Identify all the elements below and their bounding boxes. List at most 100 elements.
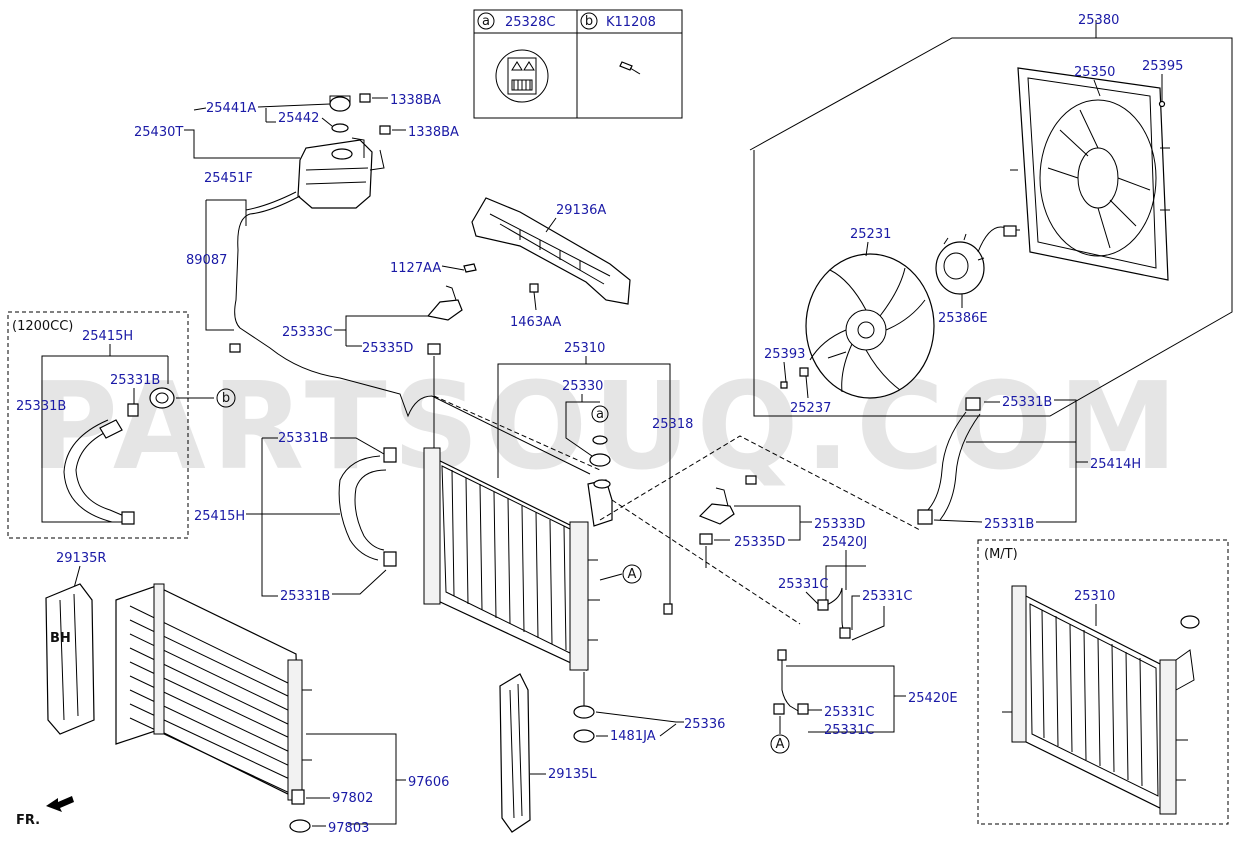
hose-25420J[interactable] <box>823 587 847 635</box>
label-25380[interactable]: 25380 <box>1078 13 1119 28</box>
hose-1200cc[interactable] <box>63 419 125 523</box>
reservoir-cap[interactable] <box>329 95 351 112</box>
label-25442[interactable]: 25442 <box>278 111 319 126</box>
label-1127AA[interactable]: 1127AA <box>390 261 441 276</box>
nut-1338BA-2-icon <box>379 125 391 135</box>
label-25330[interactable]: 25330 <box>562 379 603 394</box>
callout-A-1: A <box>628 567 637 582</box>
label-29135L[interactable]: 29135L <box>548 767 597 782</box>
label-1481JA[interactable]: 1481JA <box>610 729 656 744</box>
label-25331B-3[interactable]: 25331B <box>278 431 328 446</box>
label-25331B-4[interactable]: 25331B <box>280 589 330 604</box>
label-25331C-3[interactable]: 25331C <box>824 705 874 720</box>
label-1463AA[interactable]: 1463AA <box>510 315 561 330</box>
clip-25237-icon <box>799 367 809 377</box>
clamp-25331B-6-icon <box>917 509 933 525</box>
label-25331B-5[interactable]: 25331B <box>1002 395 1052 410</box>
watermark: PARTSOUQ.COM <box>30 358 1184 497</box>
radiator-filler-neck[interactable] <box>587 479 613 527</box>
label-25333C[interactable]: 25333C <box>282 325 332 340</box>
condenser-97606[interactable] <box>115 583 312 801</box>
callout-A-2: A <box>776 737 785 752</box>
label-25331C-1[interactable]: 25331C <box>778 577 828 592</box>
label-25393[interactable]: 25393 <box>764 347 805 362</box>
label-97606[interactable]: 97606 <box>408 775 449 790</box>
nut-25393-icon <box>780 381 788 389</box>
plug-25318-icon <box>663 603 673 615</box>
label-25335D-2[interactable]: 25335D <box>734 535 785 550</box>
air-guard-29136A[interactable] <box>471 197 631 305</box>
callout-b: b <box>222 391 230 406</box>
label-25430T[interactable]: 25430T <box>134 125 183 140</box>
label-1338BA-1[interactable]: 1338BA <box>390 93 441 108</box>
label-89087[interactable]: 89087 <box>186 253 227 268</box>
label-97803[interactable]: 97803 <box>328 821 369 836</box>
label-25420E[interactable]: 25420E <box>908 691 958 706</box>
air-guard-29135L[interactable] <box>499 673 531 833</box>
legend-a-code[interactable]: 25328C <box>505 15 555 30</box>
label-25441A[interactable]: 25441A <box>206 101 256 116</box>
label-25331C-2[interactable]: 25331C <box>862 589 912 604</box>
bracket-25333C[interactable] <box>426 285 463 321</box>
thermostat-housing[interactable] <box>149 387 175 409</box>
bolt-icon <box>619 61 641 75</box>
label-25415H-2[interactable]: 25415H <box>194 509 245 524</box>
label-25331B-2[interactable]: 25331B <box>16 399 66 414</box>
pipe-25420E[interactable] <box>777 649 801 713</box>
label-25331B-1[interactable]: 25331B <box>110 373 160 388</box>
clamp-25331C-2-icon <box>839 627 851 639</box>
clip-89087-icon <box>229 343 241 353</box>
label-25310-2[interactable]: 25310 <box>1074 589 1115 604</box>
label-29136A[interactable]: 29136A <box>556 203 606 218</box>
fan-shroud[interactable] <box>1010 67 1170 281</box>
mount-25336[interactable] <box>573 705 595 743</box>
fan-motor[interactable] <box>935 225 1017 295</box>
label-25451F[interactable]: 25451F <box>204 171 253 186</box>
front-direction: FR. <box>16 796 74 828</box>
label-25386E[interactable]: 25386E <box>938 311 988 326</box>
bracket-25333D[interactable] <box>698 487 735 525</box>
radiator-hose-25414H[interactable] <box>925 411 981 521</box>
label-1338BA-2[interactable]: 1338BA <box>408 125 459 140</box>
reservoir-tank[interactable] <box>297 137 385 209</box>
group-1200cc: (1200CC) 25415H 25331B 25331B <box>7 311 214 539</box>
air-guard-29135R[interactable] <box>45 583 95 735</box>
label-25336[interactable]: 25336 <box>684 717 725 732</box>
label-25420J[interactable]: 25420J <box>822 535 867 550</box>
radiator-hose-25415H[interactable] <box>338 455 387 561</box>
bolt-25333D-icon <box>745 475 757 485</box>
label-25310-1[interactable]: 25310 <box>564 341 605 356</box>
label-25415H-1[interactable]: 25415H <box>82 329 133 344</box>
radiator-25310[interactable] <box>423 447 600 671</box>
label-25333D[interactable]: 25333D <box>814 517 865 532</box>
fan-blade[interactable] <box>805 253 935 399</box>
routing-line-3 <box>433 395 601 471</box>
air-guard-plate-text: BH <box>50 631 71 646</box>
radiator-mt[interactable] <box>1002 585 1200 815</box>
label-25231[interactable]: 25231 <box>850 227 891 242</box>
label-25350[interactable]: 25350 <box>1074 65 1115 80</box>
label-25331C-4[interactable]: 25331C <box>824 723 874 738</box>
reservoir-gasket[interactable] <box>331 123 349 133</box>
overflow-hose[interactable] <box>234 191 591 475</box>
legend-b-code[interactable]: K11208 <box>606 15 656 30</box>
label-25335D-1[interactable]: 25335D <box>362 341 413 356</box>
callout-b-icon[interactable] <box>216 388 236 408</box>
radiator-cap-25330[interactable] <box>589 453 611 467</box>
callout-A-1-icon[interactable] <box>622 564 642 584</box>
radiator-cap-gasket <box>592 435 608 445</box>
label-25414H[interactable]: 25414H <box>1090 457 1141 472</box>
label-97802[interactable]: 97802 <box>332 791 373 806</box>
screw-25395-icon <box>1158 100 1166 108</box>
legend-a-marker: a <box>482 14 490 29</box>
label-25318[interactable]: 25318 <box>652 417 693 432</box>
callout-A-2-icon[interactable] <box>770 734 790 754</box>
label-25331B-6[interactable]: 25331B <box>984 517 1034 532</box>
group-1200cc-label: (1200CC) <box>12 319 73 334</box>
clamp-25331B-4-icon <box>383 551 397 567</box>
label-25237[interactable]: 25237 <box>790 401 831 416</box>
label-25395[interactable]: 25395 <box>1142 59 1183 74</box>
label-29135R[interactable]: 29135R <box>56 551 106 566</box>
routing-line-1 <box>599 435 921 531</box>
callout-a-icon[interactable] <box>591 405 609 423</box>
